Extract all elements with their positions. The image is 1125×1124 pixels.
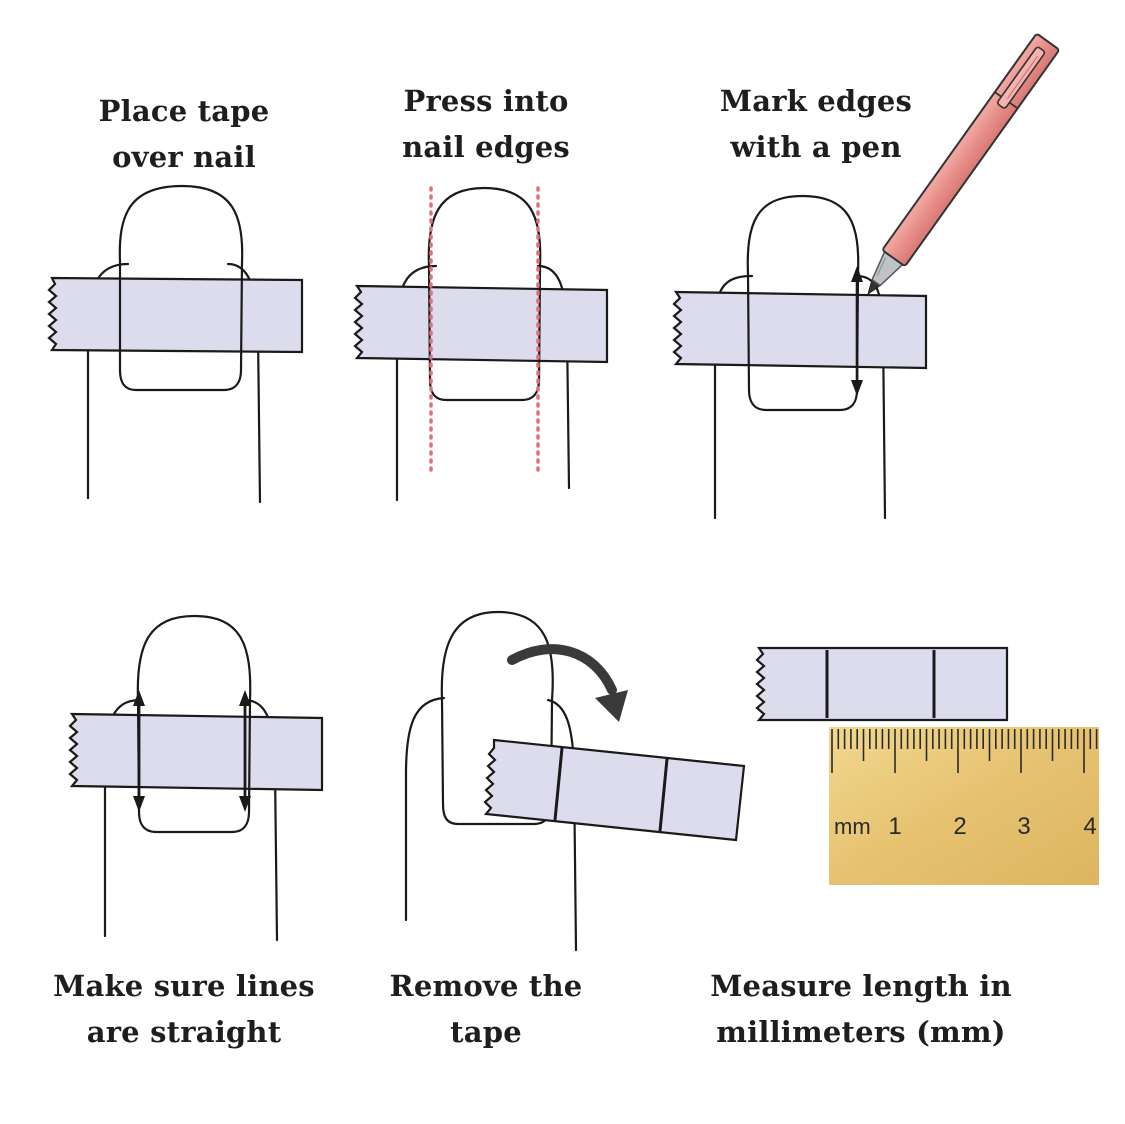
double-arrow-icon: [239, 690, 251, 812]
caption-line: Press into: [403, 84, 569, 118]
step-3-caption: Mark edges with a pen: [666, 78, 966, 170]
finger-outline: [404, 696, 446, 922]
step-4-illustration: [68, 614, 324, 942]
double-arrow-icon: [851, 266, 863, 396]
caption-line: with a pen: [730, 130, 902, 164]
caption-line: are straight: [86, 1015, 282, 1049]
ruler-number: 4: [1083, 813, 1096, 840]
step-6-illustration: mm 1 2 3 4: [755, 646, 1099, 885]
caption-line: tape: [450, 1015, 522, 1049]
caption-line: Make sure lines: [53, 969, 315, 1003]
nail-outline: [136, 614, 252, 834]
caption-line: Remove the: [389, 969, 583, 1003]
step-5-caption: Remove the tape: [336, 963, 636, 1055]
tape-strip: [483, 738, 746, 842]
tape-strip: [672, 290, 928, 370]
tape-strip: [755, 646, 1009, 722]
step-1-caption: Place tape over nail: [34, 88, 334, 180]
caption-line: Place tape: [98, 94, 270, 128]
ruler-unit-label: mm: [834, 814, 871, 839]
caption-line: millimeters (mm): [716, 1015, 1006, 1049]
tape-strip: [47, 276, 304, 354]
ruler-number: 3: [1017, 813, 1030, 840]
caption-line: nail edges: [402, 130, 570, 164]
step-2-caption: Press into nail edges: [336, 78, 636, 170]
pen-icon: [867, 33, 1060, 296]
step-3-illustration: [672, 194, 928, 520]
step-5-illustration: [404, 610, 746, 952]
nail-outline: [118, 184, 244, 392]
nail-outline: [440, 610, 554, 826]
step-6-caption: Measure length in millimeters (mm): [706, 963, 1016, 1055]
tape-mark-line: [658, 757, 669, 833]
tape-strip: [68, 712, 324, 792]
caption-line: over nail: [112, 140, 256, 174]
caption-line: Measure length in: [710, 969, 1012, 1003]
caption-line: Mark edges: [719, 84, 913, 118]
double-arrow-icon: [133, 690, 145, 812]
ruler-number: 1: [888, 813, 901, 840]
ruler-icon: mm 1 2 3 4: [829, 727, 1099, 885]
step-4-caption: Make sure lines are straight: [34, 963, 334, 1055]
tape-mark-line: [553, 746, 564, 822]
nail-outline: [746, 194, 860, 412]
step-1-illustration: [47, 184, 304, 504]
ruler-number: 2: [953, 813, 966, 840]
tape-strip: [353, 284, 609, 364]
step-2-illustration: [353, 186, 609, 502]
nail-outline: [427, 186, 542, 402]
curved-arrow-icon: [507, 644, 628, 722]
